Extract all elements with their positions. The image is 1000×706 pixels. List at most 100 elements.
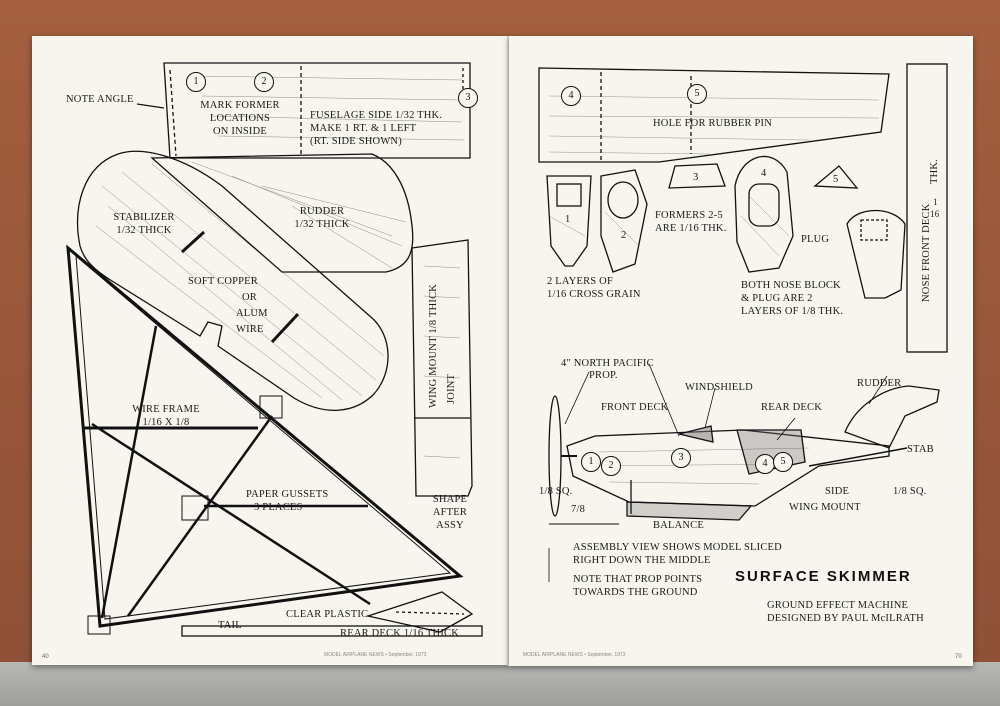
label-thk: THK. [929, 158, 940, 184]
label-shape-3: ASSY [436, 520, 464, 531]
label-rudder-2: 1/32 THICK [294, 219, 350, 230]
label-wire-frame-1: WIRE FRAME [132, 404, 200, 415]
label-nose-block-3: LAYERS OF 1/8 THK. [741, 306, 844, 317]
label-shape-1: SHAPE [432, 494, 468, 505]
label-nose-block-1: BOTH NOSE BLOCK [741, 280, 841, 291]
label-formers-2: ARE 1/16 THK. [655, 223, 727, 234]
assembly-marker-5: 5 [773, 452, 793, 472]
page-number-left: 40 [42, 654, 49, 660]
label-formers-1: FORMERS 2-5 [655, 210, 723, 221]
label-two-layers-1: 2 LAYERS OF [547, 276, 613, 287]
former-5-part [813, 165, 859, 189]
plug-part [846, 210, 906, 299]
marker-5: 5 [687, 84, 707, 104]
marker-2: 2 [254, 72, 274, 92]
label-wire: WIRE [236, 324, 264, 335]
label-stabilizer-2: 1/32 THICK [116, 225, 172, 236]
rear-deck-strip [181, 625, 483, 637]
label-rear-deck-assembly: REAR DECK [761, 402, 823, 413]
footer-left: MODEL AIRPLANE NEWS • September, 1973 [324, 652, 427, 658]
assembly-rudder [844, 385, 940, 449]
label-assembly-2: RIGHT DOWN THE MIDDLE [573, 555, 711, 566]
assembly-marker-1: 1 [581, 452, 601, 472]
stabilizer-part [76, 150, 389, 411]
right-page: 4 5 HOLE FOR RUBBER PIN 3 4 5 1 2 FORMER… [509, 36, 973, 666]
label-paper-gussets-1: PAPER GUSSETS [246, 489, 329, 500]
fuselage-side-part [163, 62, 471, 159]
label-former-3: 3 [693, 172, 699, 183]
label-fuselage-2: MAKE 1 RT. & 1 LEFT [310, 123, 417, 134]
former-1-part [546, 175, 592, 267]
clear-plastic-part [365, 591, 474, 633]
right-page-drawing [538, 63, 948, 582]
rudder-part [150, 153, 414, 273]
assembly-propeller [548, 395, 562, 517]
label-note-prop-2: TOWARDS THE GROUND [573, 587, 698, 598]
assembly-marker-3: 3 [671, 448, 691, 468]
left-page-drawing [66, 62, 483, 637]
label-fuselage-1: FUSELAGE SIDE 1/32 THK. [310, 110, 443, 121]
label-joint: JOINT [446, 373, 457, 404]
label-note-angle: NOTE ANGLE [66, 94, 134, 105]
assembly-marker-2: 2 [601, 456, 621, 476]
label-note-prop-1: NOTE THAT PROP POINTS [573, 574, 703, 585]
label-alum: ALUM [236, 308, 268, 319]
assembly-wing-mount [626, 501, 753, 521]
label-former-4: 4 [761, 168, 767, 179]
page-title: SURFACE SKIMMER [735, 568, 912, 585]
label-balance: BALANCE [653, 520, 704, 531]
label-plug: PLUG [801, 234, 830, 245]
label-assembly-1: ASSEMBLY VIEW SHOWS MODEL SLICED [573, 542, 782, 553]
label-fuselage-3: (RT. SIDE SHOWN) [310, 136, 402, 147]
label-clear-plastic: CLEAR PLASTIC [286, 609, 369, 620]
label-soft-copper: SOFT COPPER [188, 276, 258, 287]
label-shape-2: AFTER [432, 507, 468, 518]
subtitle-2: DESIGNED BY PAUL McILRATH [767, 613, 924, 624]
former-4-part [734, 155, 794, 273]
nose-front-deck-strip [906, 63, 948, 353]
label-tail: TAIL [218, 620, 242, 631]
label-former-1: 1 [565, 214, 571, 225]
label-fraction-numerator: 1 [933, 197, 938, 207]
marker-3: 3 [458, 88, 478, 108]
shelf-surface [0, 662, 1000, 706]
marker-4: 4 [561, 86, 581, 106]
label-prop-2: PROP. [589, 370, 618, 381]
label-nose-block-2: & PLUG ARE 2 [741, 293, 813, 304]
label-rear-deck: REAR DECK 1/16 THICK [340, 628, 460, 639]
label-former-2: 2 [621, 230, 627, 241]
label-front-deck: FRONT DECK [601, 402, 669, 413]
label-windshield: WINDSHIELD [685, 382, 753, 393]
page-number-right: 70 [955, 654, 962, 660]
marker-1: 1 [186, 72, 206, 92]
label-wing-mount: WING MOUNT 1/8 THICK [428, 283, 439, 408]
assembly-windshield [678, 425, 714, 443]
label-or: OR [242, 292, 257, 303]
former-2-part [600, 169, 648, 273]
label-rudder: RUDDER [857, 378, 902, 389]
label-mark-former-1: MARK FORMER [200, 100, 280, 111]
wing-mount-part [411, 239, 473, 497]
label-side: SIDE [825, 486, 850, 497]
label-wing-mount-assembly: WING MOUNT [789, 502, 861, 513]
label-stabilizer-1: STABILIZER [113, 212, 175, 223]
left-page: 1 2 3 NOTE ANGLE MARK FORMER LOCATIONS O… [32, 36, 509, 665]
label-stab: STAB [907, 444, 934, 455]
assembly-marker-4: 4 [755, 454, 775, 474]
former-3-part [668, 163, 726, 189]
center-fold [507, 36, 510, 666]
label-sq-right: 1/8 SQ. [893, 486, 927, 497]
label-sq-left: 1/8 SQ. [539, 486, 573, 497]
wire-frame-part [66, 244, 464, 628]
label-two-layers-2: 1/16 CROSS GRAIN [547, 289, 641, 300]
label-prop-1: 4" NORTH PACIFIC [561, 358, 654, 369]
label-wire-frame-2: 1/16 X 1/8 [142, 417, 190, 428]
fuselage-top-part [538, 67, 890, 163]
label-mark-former-3: ON INSIDE [212, 126, 267, 137]
label-paper-gussets-2: 3 PLACES [254, 502, 303, 513]
label-hole-rubber-pin: HOLE FOR RUBBER PIN [653, 118, 773, 129]
subtitle-1: GROUND EFFECT MACHINE [767, 600, 909, 611]
footer-right: MODEL AIRPLANE NEWS • September, 1973 [523, 652, 626, 658]
label-seven-eighths: 7/8 [571, 504, 586, 515]
label-mark-former-2: LOCATIONS [209, 113, 271, 124]
